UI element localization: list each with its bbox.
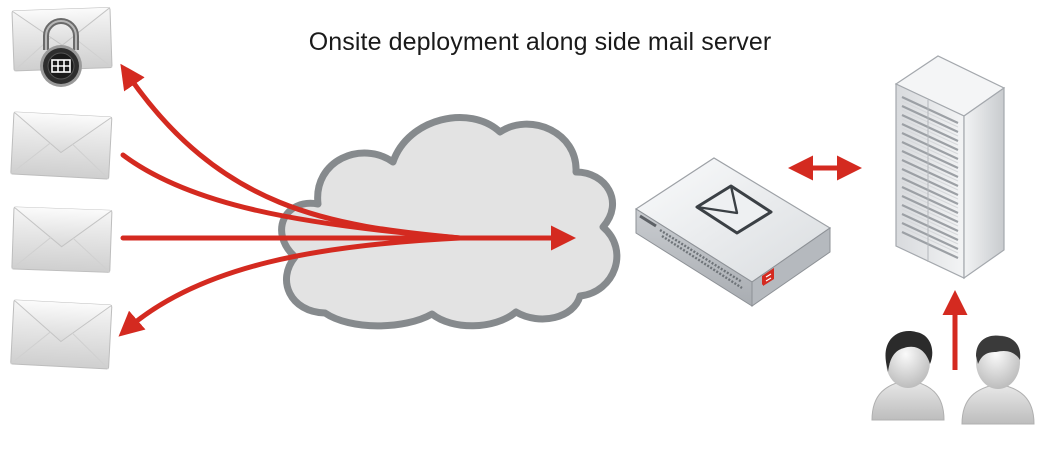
- user-icon: [871, 331, 945, 421]
- arrow-from-envelope-2: [120, 152, 463, 241]
- email-security-appliance-icon: [634, 157, 832, 307]
- arrow-to-envelope-4: [118, 235, 463, 337]
- locked-envelope-icon: [11, 7, 113, 87]
- cloud-icon: [278, 114, 621, 330]
- mail-flow-arrows: [118, 63, 576, 337]
- envelope-icon: [10, 111, 113, 180]
- brand-logo-icon: [763, 269, 774, 286]
- envelope-icon: [11, 206, 113, 273]
- user-icon: [961, 335, 1035, 425]
- envelope-icon: [10, 299, 113, 370]
- diagram-title: Onsite deployment along side mail server: [308, 28, 772, 56]
- mail-server-rack-icon: [894, 55, 1006, 280]
